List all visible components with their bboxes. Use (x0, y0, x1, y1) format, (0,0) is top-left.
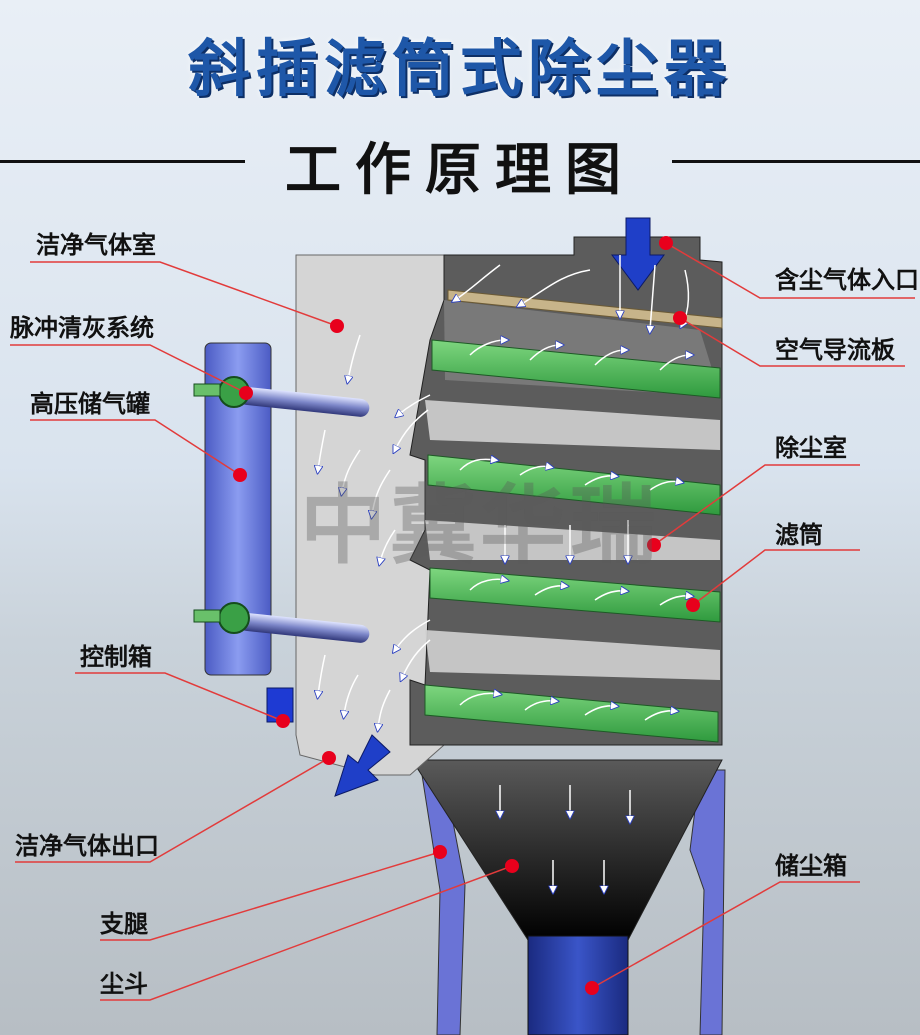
marker-legs (433, 845, 447, 859)
pulse-pipe-lower (237, 612, 370, 643)
label-dust-bin: 储尘箱 (775, 852, 847, 880)
watermark: 中冀华瑞 (300, 476, 660, 576)
chamber-partition-3 (425, 630, 720, 680)
dust-bin (527, 935, 629, 1035)
pulse-valve-upper (193, 376, 250, 408)
label-pulse-system: 脉冲清灰系统 (10, 314, 154, 342)
leader-lines (10, 242, 915, 1001)
marker-clean-outlet (322, 751, 336, 765)
chamber-partition-2 (425, 520, 720, 560)
marker-clean-chamber (330, 319, 344, 333)
label-filter-cartridge: 滤筒 (775, 521, 823, 549)
filter-2 (427, 454, 721, 516)
pulse-valve-lower (193, 602, 250, 634)
filter-1 (431, 339, 721, 399)
right-leg (689, 769, 726, 1035)
marker-dust-chamber (647, 538, 661, 552)
markers (233, 236, 700, 995)
marker-hopper (505, 859, 519, 873)
label-clean-outlet: 洁净气体出口 (15, 832, 159, 860)
marker-pulse-system (239, 386, 253, 400)
marker-control-box (276, 714, 290, 728)
label-guide-plate: 空气导流板 (775, 336, 895, 364)
subtitle-bar: 工作原理图 (0, 125, 920, 203)
label-air-tank: 高压储气罐 (30, 390, 150, 418)
pulse-pipe-upper (237, 386, 370, 417)
marker-guide-plate (673, 311, 687, 325)
marker-dust-bin (585, 981, 599, 995)
page-subtitle: 工作原理图 (285, 138, 635, 203)
label-control-box: 控制箱 (80, 643, 152, 671)
high-pressure-tank (204, 342, 272, 676)
page-title: 斜插滤筒式除尘器 (187, 32, 732, 105)
subtitle-rule-left (0, 160, 245, 163)
outlet-arrow (334, 734, 391, 797)
label-hopper: 尘斗 (100, 970, 148, 998)
inlet-arrow (611, 217, 665, 291)
flow-arrows (318, 255, 690, 890)
subtitle-rule-right (672, 160, 920, 163)
chamber-partition-1 (425, 400, 720, 450)
marker-dusty-inlet (659, 236, 673, 250)
filter-4 (424, 684, 719, 743)
marker-air-tank (233, 468, 247, 482)
label-dust-chamber: 除尘室 (775, 434, 847, 462)
label-clean-chamber: 洁净气体室 (36, 231, 156, 259)
label-legs: 支腿 (100, 910, 148, 938)
label-dusty-inlet: 含尘气体入口 (775, 266, 919, 294)
marker-filter (686, 598, 700, 612)
